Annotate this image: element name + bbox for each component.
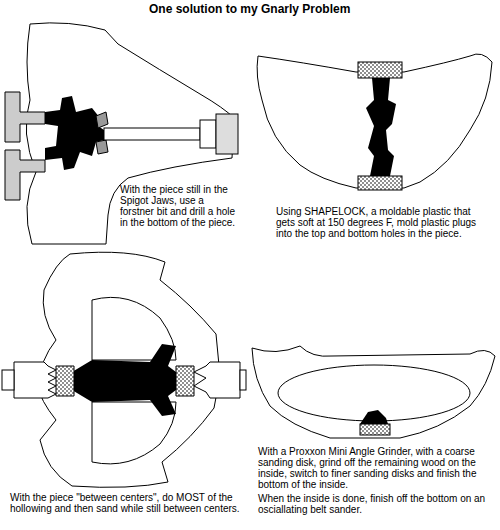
plastic-plug [358,176,402,190]
wood-piece [252,346,495,438]
remaining-wood [360,410,388,424]
plastic-plug [358,62,402,78]
plastic-plug [360,424,390,435]
caption-text: With the piece still in the Spigot Jaws,… [120,184,240,228]
lathe-tailstock [240,370,246,390]
caption-text: Using SHAPELOCK, a moldable plastic that… [276,206,490,239]
drilled-hole [366,78,396,176]
forstner-bit [96,140,108,154]
forstner-bit [96,112,108,128]
drill-chuck [216,114,238,154]
diagram-title: One solution to my Gnarly Problem [149,2,350,16]
spigot-jaw [5,150,45,200]
drilled-hole [45,96,104,170]
plastic-plug [176,366,194,396]
spigot-jaw [5,92,45,142]
drive-center [14,362,56,398]
plastic-plug [56,366,74,396]
caption-text: With a Proxxon Mini Angle Grinder, with … [258,446,494,490]
wood-piece [257,54,492,188]
drilled-hole [72,344,176,416]
wood-piece [38,252,220,487]
drill-chuck [200,120,216,148]
drill-shaft [104,128,200,140]
tail-center [194,362,240,398]
lathe-spindle [2,370,14,390]
caption-text: When the inside is done, finish off the … [258,493,494,515]
caption-text: With the piece "between centers", do MOS… [10,492,242,514]
